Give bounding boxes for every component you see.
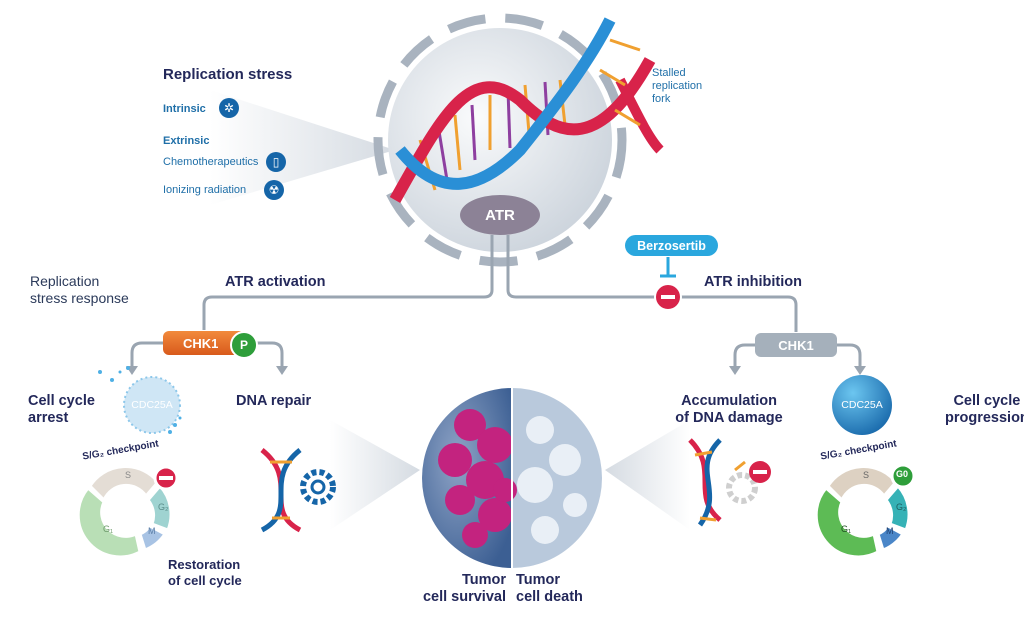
replication-stress-response-label: Replication stress response bbox=[30, 273, 129, 307]
response-line: stress response bbox=[30, 290, 129, 306]
cell-cycle-progression-label: Cell cycle progression bbox=[945, 393, 1024, 427]
right-phase-g1: G₁ bbox=[841, 524, 852, 534]
left-tumor-wedge bbox=[330, 420, 420, 530]
stalled-fork-line: Stalled bbox=[652, 67, 686, 79]
dna-repair-label: DNA repair bbox=[236, 393, 312, 409]
right-phase-g2: G₂ bbox=[896, 502, 907, 512]
berzosertib-badge: Berzosertib bbox=[625, 235, 718, 256]
dying-tumor-cells bbox=[517, 416, 587, 544]
left-cell-cycle bbox=[76, 465, 179, 559]
dna-damage-icon bbox=[688, 438, 771, 527]
right-cell-cycle bbox=[814, 463, 916, 559]
right-phase-m: M bbox=[886, 526, 894, 536]
iv-drip-icon: ▯ bbox=[266, 152, 286, 172]
left-phase-g2: G₂ bbox=[158, 502, 169, 512]
cdc25a-degraded-label: CDC25A bbox=[131, 399, 173, 411]
atr-inhibition-label: ATR inhibition bbox=[704, 274, 802, 290]
accumulation-line: of DNA damage bbox=[675, 410, 783, 426]
death-line: cell death bbox=[516, 589, 583, 605]
dna-damage-label: Accumulation of DNA damage bbox=[664, 393, 794, 427]
left-phase-g1: G₁ bbox=[103, 524, 114, 534]
replication-stress-title: Replication stress bbox=[163, 66, 293, 83]
stalled-fork-line: replication bbox=[652, 80, 703, 92]
extrinsic-label: Extrinsic bbox=[163, 135, 210, 147]
progression-line: progression bbox=[945, 410, 1024, 426]
inhibition-bar bbox=[660, 257, 676, 278]
cdc25a-dispersed bbox=[123, 376, 181, 434]
stalled-fork-line: fork bbox=[652, 93, 671, 105]
arrest-line: arrest bbox=[28, 410, 69, 426]
intrinsic-label: Intrinsic bbox=[163, 103, 206, 115]
left-phase-s: S bbox=[125, 470, 132, 480]
progression-line: Cell cycle bbox=[953, 393, 1021, 409]
cell-cycle-arrest-label: Cell cycle arrest bbox=[28, 393, 95, 427]
inhibit-icon bbox=[654, 283, 682, 311]
arrest-line: Cell cycle bbox=[28, 393, 95, 409]
tumor-survival-label: Tumor cell survival bbox=[418, 572, 506, 606]
chk1-inactive-badge: CHK1 bbox=[755, 333, 837, 357]
response-line: Replication bbox=[30, 273, 100, 289]
tumor-death-label: Tumor cell death bbox=[516, 572, 583, 606]
surviving-tumor-cells bbox=[438, 409, 517, 548]
right-tumor-wedge bbox=[605, 420, 690, 530]
chemotherapeutics-label: Chemotherapeutics bbox=[163, 156, 259, 168]
dna-replication-icon: ✲ bbox=[219, 98, 239, 118]
phosphorylation-badge: P bbox=[230, 331, 258, 359]
restoration-line: Restoration bbox=[168, 557, 241, 572]
dna-helix-icon bbox=[389, 17, 664, 203]
survival-line: Tumor bbox=[461, 572, 506, 588]
dispersal-dots bbox=[98, 366, 182, 434]
left-phase-m: M bbox=[148, 526, 156, 536]
pathway-lines bbox=[130, 235, 862, 368]
atr-protein bbox=[460, 195, 540, 235]
ionizing-radiation-label: Ionizing radiation bbox=[163, 184, 247, 196]
dna-repair-icon bbox=[260, 448, 336, 533]
restoration-label: Restoration of cell cycle bbox=[168, 557, 242, 589]
atr-label: ATR bbox=[485, 206, 515, 224]
death-line: Tumor bbox=[516, 572, 561, 588]
atr-activation-label: ATR activation bbox=[225, 274, 326, 290]
accumulation-line: Accumulation bbox=[681, 393, 777, 409]
tumor-sphere bbox=[422, 388, 602, 568]
stalled-fork-label: Stalled replication fork bbox=[652, 67, 702, 106]
survival-line: cell survival bbox=[422, 589, 506, 605]
right-phase-g0: G0 bbox=[896, 469, 909, 479]
cdc25a-active bbox=[832, 375, 892, 435]
cdc25a-active-label: CDC25A bbox=[841, 399, 883, 411]
cell-nucleus bbox=[373, 13, 627, 267]
stress-wedge bbox=[210, 90, 395, 205]
right-phase-s: S bbox=[863, 470, 870, 480]
restoration-line: of cell cycle bbox=[168, 573, 242, 588]
radiation-icon: ☢ bbox=[264, 180, 284, 200]
